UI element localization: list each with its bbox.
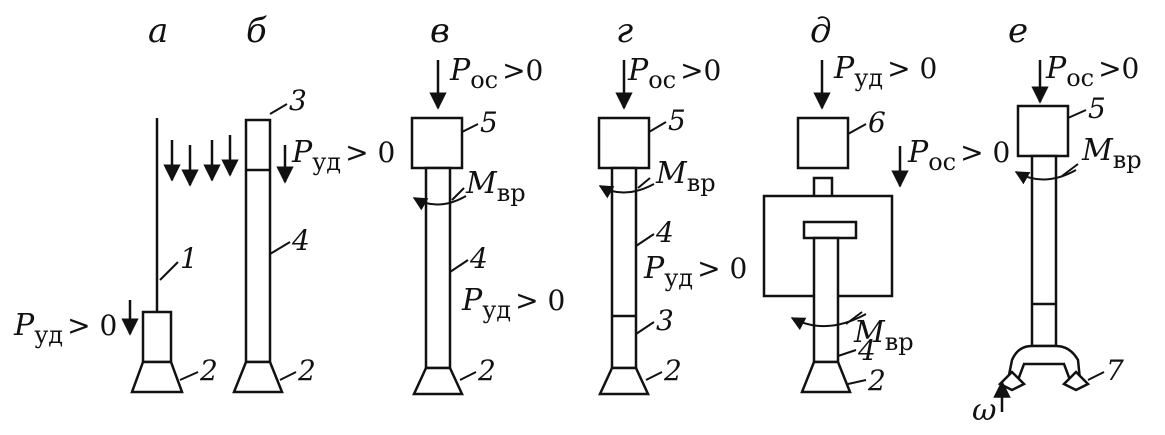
force-p-os-g: Pос>0 — [627, 53, 721, 94]
panel-letter-e: е — [1008, 11, 1028, 51]
label-4-d: 4 — [857, 334, 876, 367]
leader-m-d — [845, 311, 863, 325]
leader-1 — [159, 261, 179, 281]
bit-2-g — [598, 366, 650, 396]
leader-4-d — [837, 349, 857, 357]
force-p-ud-g: Pуд> 0 — [643, 251, 747, 292]
leader-5-v — [461, 123, 479, 133]
bit-2-v — [412, 366, 464, 396]
force-p-ud-a: Pуд> 0 — [13, 308, 117, 349]
panel-g: Pос>0 5 Mвр 4 Pуд> 0 3 2 — [597, 53, 747, 396]
rod-4-v — [424, 166, 452, 370]
label-3-g: 3 — [656, 304, 674, 337]
panel-letter-d: д — [810, 11, 832, 51]
leader-2-d — [847, 379, 867, 385]
leader-2-b — [279, 371, 297, 381]
label-2-d: 2 — [867, 364, 886, 397]
leader-m-e — [1061, 163, 1079, 177]
label-4-g: 4 — [655, 216, 674, 249]
label-2-b: 2 — [297, 354, 316, 387]
panel-letter-a: а — [148, 11, 168, 51]
panel-e: Pос>0 5 Mвр 7 ω — [972, 51, 1142, 428]
bit-2-b — [232, 360, 284, 394]
panel-letter-g: г — [616, 11, 633, 51]
leader-5-e — [1067, 109, 1087, 119]
panel-b: 3 Pуд> 0 4 2 — [163, 84, 395, 394]
leader-7 — [1087, 371, 1105, 381]
leader-6 — [847, 123, 867, 135]
label-2-a: 2 — [199, 354, 218, 387]
rod-4-b — [244, 118, 272, 364]
force-p-os-e: Pос>0 — [1045, 51, 1139, 92]
force-p-os-v: Pос>0 — [449, 53, 543, 94]
roller-cone-right — [1061, 370, 1091, 392]
leader-2-v — [459, 371, 477, 381]
leader-2-a — [179, 371, 199, 381]
leader-4-v — [449, 259, 469, 273]
label-2-v: 2 — [477, 354, 496, 387]
moment-m-vr-d: Mвр — [853, 315, 914, 356]
label-3-b: 3 — [289, 84, 307, 117]
label-2-g: 2 — [663, 354, 682, 387]
moment-m-vr-v: Mвр — [465, 166, 526, 207]
leader-4-b — [269, 241, 291, 255]
leader-m-g — [637, 177, 651, 189]
bit-2-a — [130, 360, 184, 394]
label-1: 1 — [180, 242, 198, 275]
leader-2-g — [645, 371, 663, 381]
block-5-e — [1016, 104, 1070, 158]
label-4-b: 4 — [291, 224, 310, 257]
label-6: 6 — [868, 106, 886, 139]
torque-arc-g — [598, 183, 655, 199]
leader-m-v — [451, 187, 465, 201]
leader-5-g — [648, 121, 667, 133]
inner-frame — [802, 220, 858, 240]
force-p-os-d: Pос> 0 — [907, 135, 1010, 176]
panel-letter-b: б — [246, 11, 267, 51]
moment-m-vr-e: Mвр — [1081, 133, 1142, 174]
label-5-e: 5 — [1088, 92, 1106, 125]
force-p-ud-d: Pуд> 0 — [833, 51, 937, 92]
panel-letter-v: в — [430, 11, 450, 51]
bit-2-d — [800, 360, 852, 394]
element-a-top — [141, 310, 173, 364]
label-5-v: 5 — [480, 106, 498, 139]
panel-a: 1 2 Pуд> 0 — [13, 118, 218, 394]
moment-m-vr-g: Mвр — [655, 156, 716, 197]
label-4-v: 4 — [469, 242, 488, 275]
leader-4-g — [635, 233, 655, 247]
rod-4-d — [812, 236, 840, 364]
force-p-ud-v: Pуд> 0 — [461, 283, 565, 324]
torque-arc-v — [412, 195, 467, 211]
torque-arc-e — [1014, 169, 1077, 185]
rod-4-e — [1030, 154, 1058, 348]
leader-3-g — [635, 321, 655, 335]
leader-3-b — [269, 103, 288, 115]
torque-arc-d — [790, 313, 867, 331]
block-5-v — [410, 116, 464, 170]
force-p-ud-b: Pуд> 0 — [291, 135, 395, 176]
block-6 — [796, 116, 850, 170]
label-5-g: 5 — [668, 104, 686, 137]
panel-v: Pос>0 5 Mвр 4 Pуд> 0 2 — [410, 53, 565, 396]
label-7: 7 — [1106, 354, 1124, 387]
roller-carrier — [1006, 344, 1082, 382]
rod-4-g — [610, 166, 638, 370]
block-5-g — [597, 116, 651, 170]
omega-label: ω — [972, 393, 996, 428]
panel-d: Pуд> 0 6 Pос> 0 Mвр 4 2 — [762, 51, 1010, 397]
